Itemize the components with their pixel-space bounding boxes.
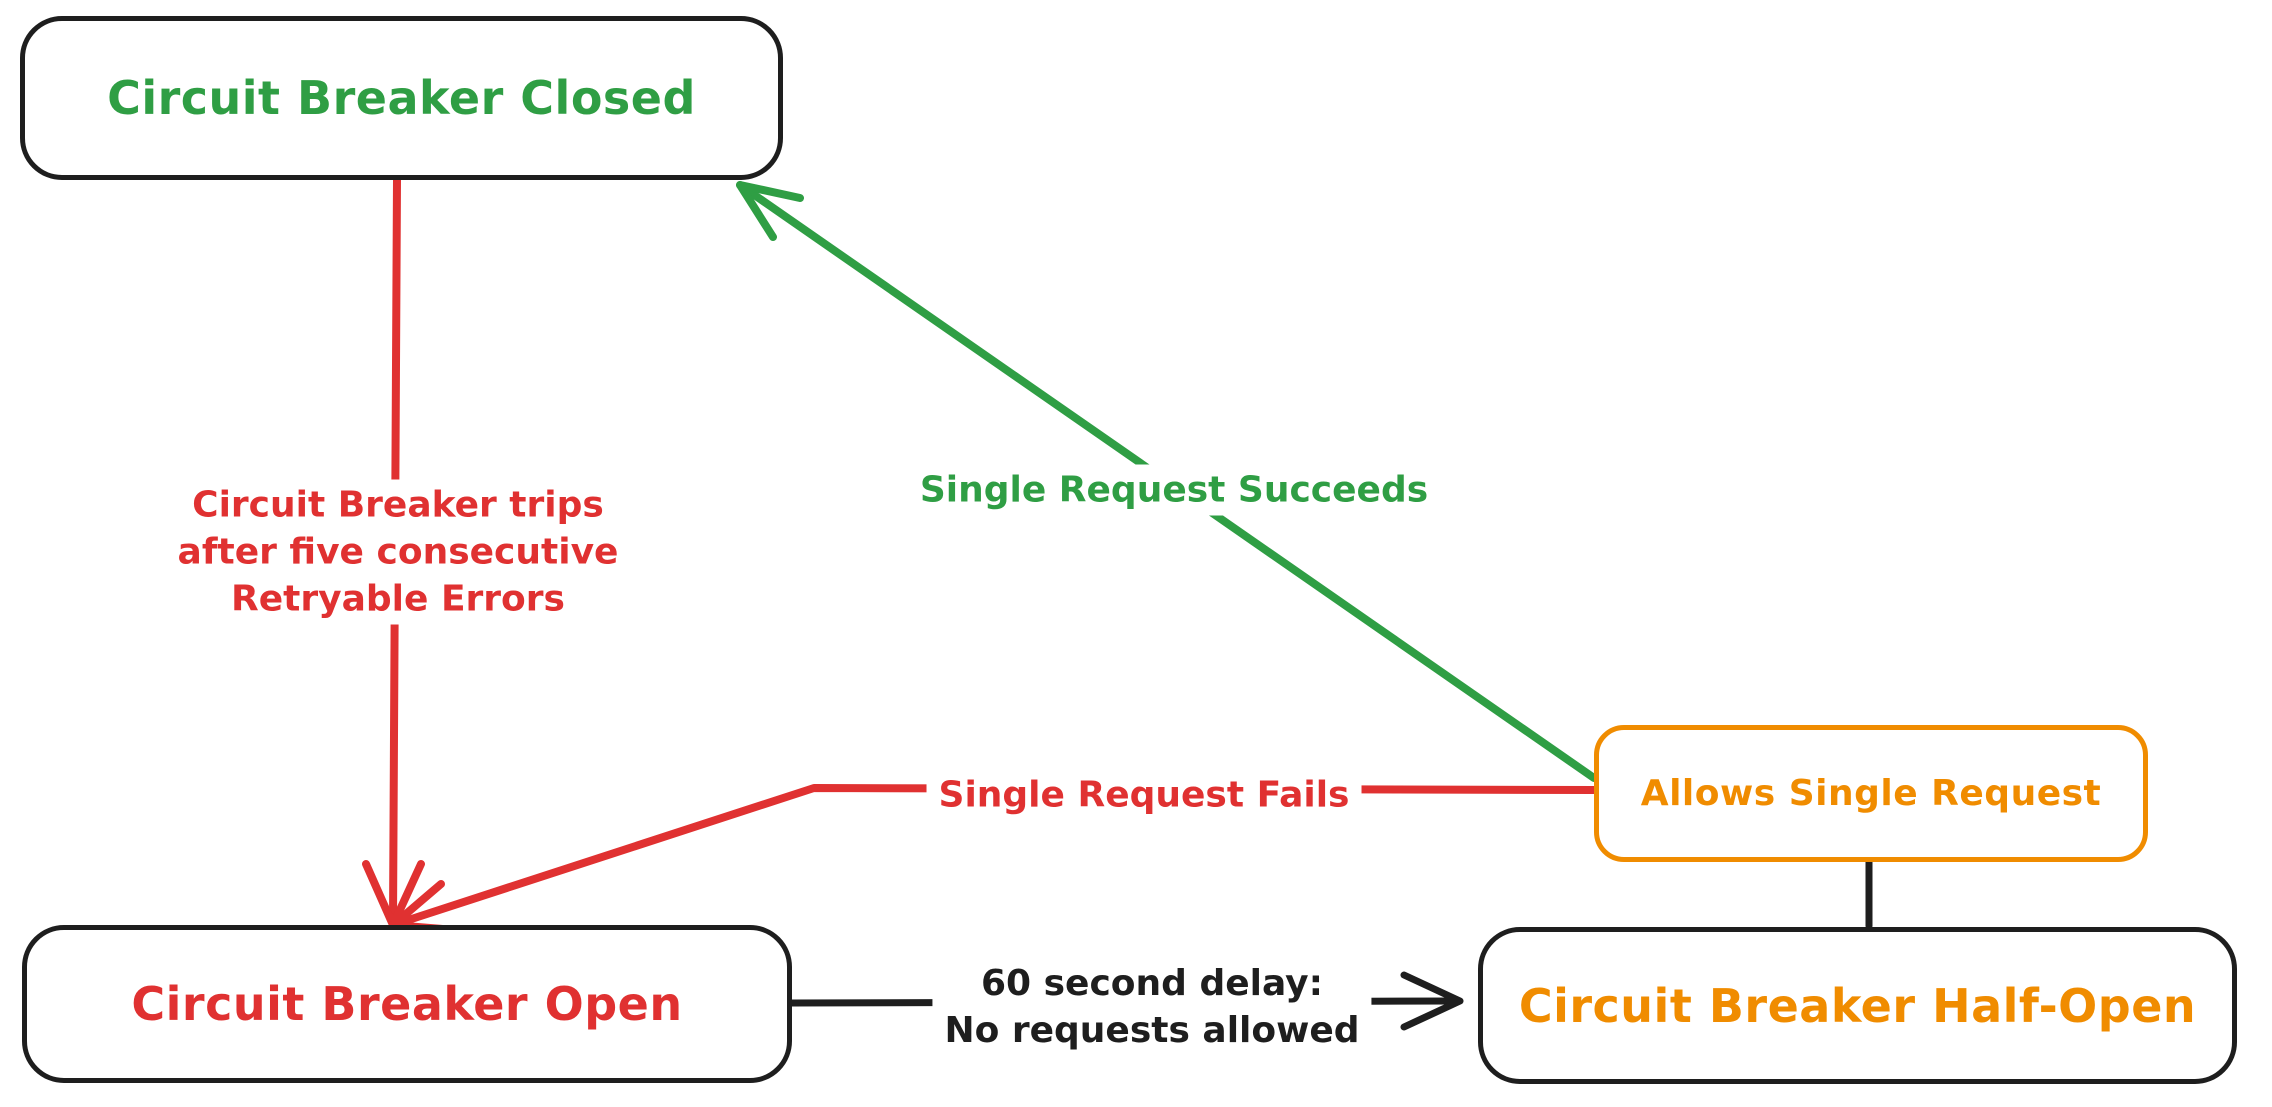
edge-label-fails: Single Request Fails — [926, 769, 1362, 821]
edge-label-delay-line1: 60 second delay: — [980, 963, 1324, 1004]
edge-label-delay-line2: No requests allowed — [944, 1010, 1360, 1051]
edge-label-fails-text: Single Request Fails — [938, 774, 1350, 816]
edge-label-trips-line1: Circuit Breaker trips — [192, 484, 604, 526]
node-allows-label: Allows Single Request — [1640, 773, 2102, 814]
node-closed-label: Circuit Breaker Closed — [107, 71, 696, 125]
node-circuit-breaker-half-open: Circuit Breaker Half-Open — [1478, 927, 2237, 1084]
edge-label-trips-line3: Retryable Errors — [231, 578, 565, 620]
edge-label-delay: 60 second delay: No requests allowed — [932, 958, 1372, 1056]
edge-label-trips: Circuit Breaker trips after five consecu… — [165, 479, 631, 625]
node-allows-single-request: Allows Single Request — [1594, 725, 2148, 862]
node-circuit-breaker-closed: Circuit Breaker Closed — [20, 16, 783, 180]
node-circuit-breaker-open: Circuit Breaker Open — [22, 925, 792, 1083]
node-half-open-label: Circuit Breaker Half-Open — [1518, 978, 2197, 1033]
node-open-label: Circuit Breaker Open — [131, 977, 683, 1031]
edge-label-succeeds: Single Request Succeeds — [907, 464, 1441, 516]
edge-label-trips-line2: after five consecutive — [177, 531, 619, 573]
edge-label-succeeds-text: Single Request Succeeds — [919, 469, 1429, 511]
